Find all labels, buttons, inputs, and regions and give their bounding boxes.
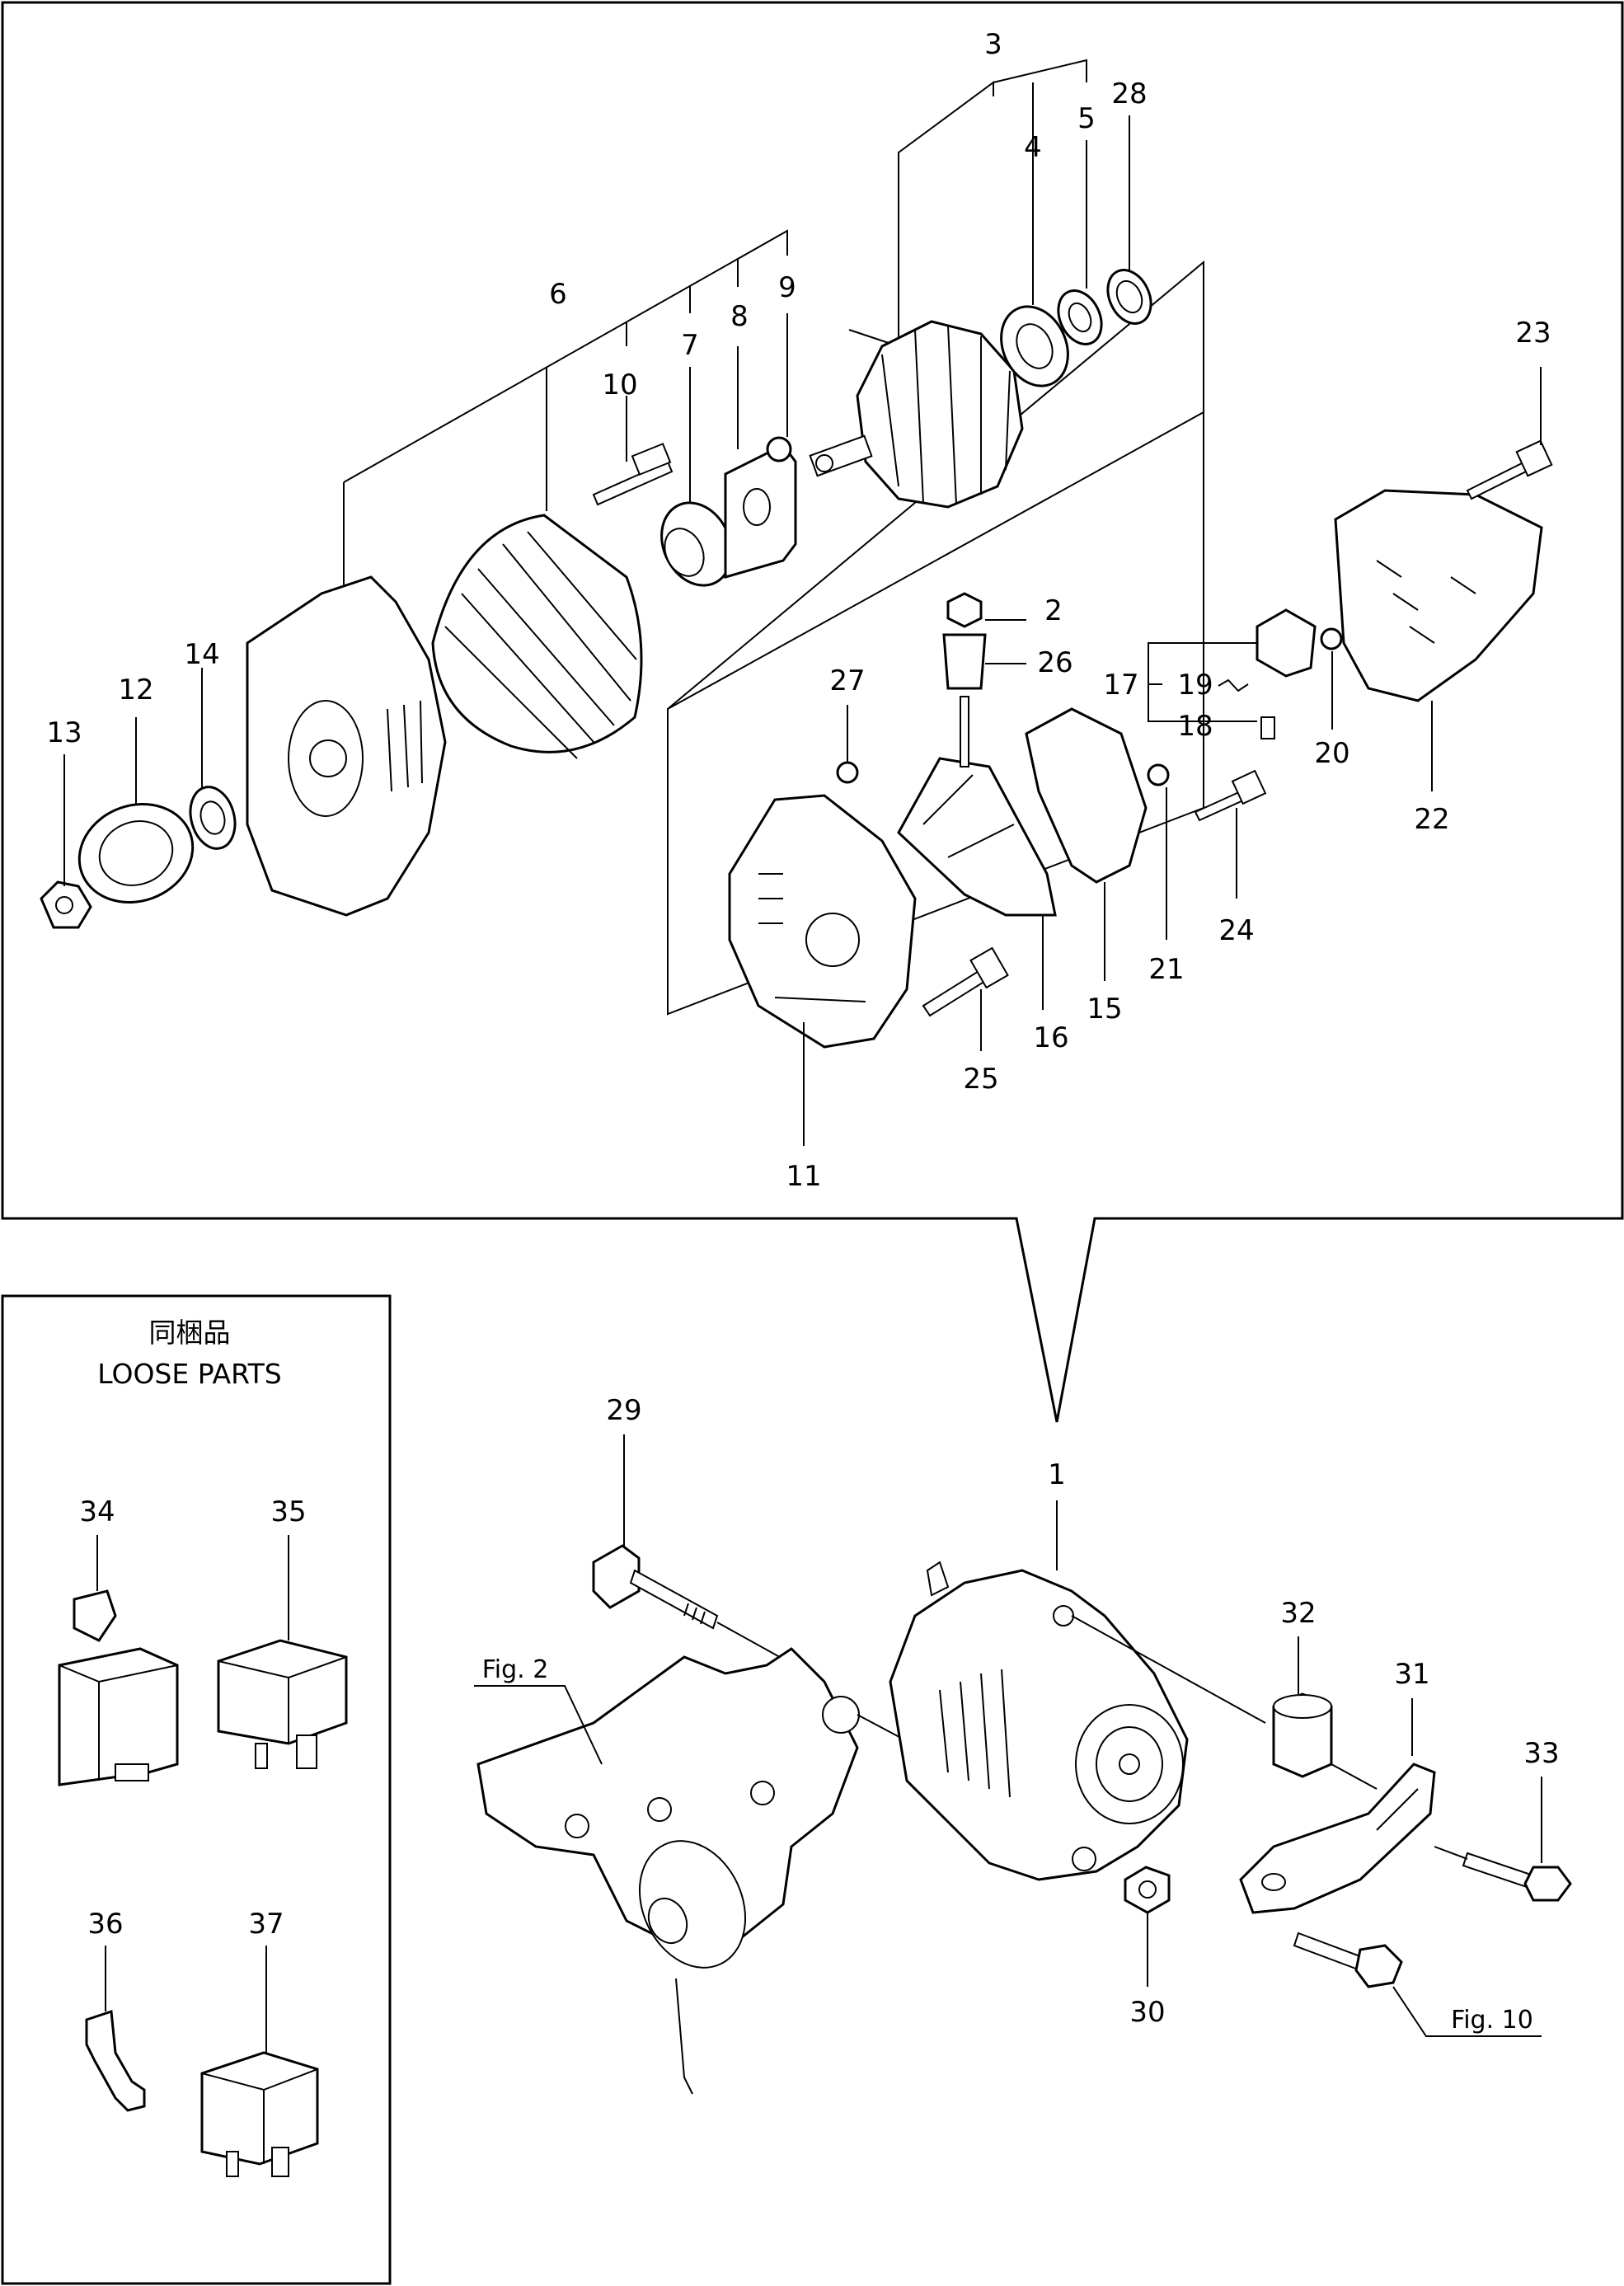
callout-9: 9: [778, 271, 796, 304]
loose-parts-box: [1, 1294, 392, 2285]
rear-cover-22: [1334, 489, 1543, 702]
callout-30: 30: [1129, 1996, 1165, 2029]
cover-5: [1057, 289, 1103, 345]
relay-35: [217, 1535, 348, 1769]
brush-holder-17: [1256, 608, 1317, 678]
insulator-26: [942, 633, 987, 690]
callout-17: 17: [1103, 669, 1138, 702]
callout-23: 23: [1515, 317, 1551, 350]
ring-28: [1106, 269, 1152, 325]
callout-31: 31: [1394, 1658, 1429, 1691]
bearing-7: [660, 501, 733, 587]
callout-29: 29: [606, 1394, 641, 1427]
spring-19: [1218, 678, 1249, 692]
spacer-32: [1272, 1636, 1378, 1790]
rear-frame-11: [728, 794, 917, 1049]
bolt-24: [1194, 769, 1267, 822]
bearing-4: [1000, 305, 1069, 387]
pulley-12: [77, 802, 195, 904]
fig2-reference: [474, 1685, 603, 1765]
callout-33: 33: [1523, 1737, 1559, 1770]
screw-20: [1320, 627, 1343, 650]
screw-9: [766, 436, 792, 462]
screw-21: [1147, 763, 1170, 786]
callout-11: 11: [786, 1160, 821, 1193]
callout-25: 25: [963, 1063, 998, 1096]
callout-4: 4: [1024, 131, 1042, 164]
callout-6: 6: [549, 278, 567, 311]
callout-36: 36: [87, 1908, 123, 1941]
callout-26: 26: [1037, 646, 1072, 679]
callout-37: 37: [248, 1908, 284, 1941]
callout-35: 35: [270, 1495, 306, 1528]
front-frame: [246, 575, 447, 917]
rotor-part: [809, 320, 1024, 509]
bearing-14: [189, 786, 237, 850]
plate-8: [724, 444, 797, 579]
fig10-label: Fig. 10: [1451, 2006, 1533, 2035]
group-3-bracket: [848, 59, 1087, 347]
callout-24: 24: [1218, 914, 1254, 947]
bolt-33: [1434, 1777, 1572, 1902]
callout-1: 1: [1048, 1458, 1066, 1491]
callout-34: 34: [79, 1495, 115, 1528]
callout-16: 16: [1033, 1021, 1068, 1054]
alternator-assembly-1: [889, 1500, 1266, 1881]
detail-box-frame: [1, 1, 1624, 1423]
stud-bolt-10: [592, 443, 674, 506]
callout-15: 15: [1087, 993, 1122, 1026]
nut-13: [40, 880, 92, 929]
callout-13: 13: [46, 716, 82, 749]
callout-19: 19: [1177, 669, 1213, 702]
stator-6: [431, 514, 643, 759]
bolt-25: [922, 946, 1009, 1017]
callout-14: 14: [184, 638, 219, 671]
loose-parts-title-jp: 同梱品: [149, 1317, 231, 1349]
relay-34: [58, 1535, 179, 1786]
nut-27: [836, 761, 859, 784]
nut-2: [946, 592, 983, 628]
callout-3: 3: [984, 28, 1002, 61]
callout-32: 32: [1280, 1597, 1316, 1630]
callout-27: 27: [829, 664, 865, 697]
bolt-23: [1466, 439, 1553, 500]
callout-18: 18: [1177, 710, 1213, 743]
callout-21: 21: [1148, 953, 1184, 986]
bolt-fig10: [1293, 1932, 1542, 2037]
fig2-label: Fig. 2: [482, 1655, 549, 1684]
bolt-29: [592, 1434, 825, 1683]
callout-2: 2: [1044, 594, 1063, 627]
callout-5: 5: [1077, 102, 1096, 135]
brush-18: [1260, 716, 1275, 739]
regulator-15: [1025, 707, 1148, 884]
callout-12: 12: [118, 674, 153, 706]
leader-lines-upper: [63, 115, 1542, 1146]
loose-parts-title-en: LOOSE PARTS: [97, 1358, 281, 1390]
callout-28: 28: [1111, 77, 1147, 110]
rectifier-16: [897, 696, 1057, 917]
callout-22: 22: [1414, 803, 1449, 836]
callout-8: 8: [730, 300, 749, 333]
nut-30: [1124, 1866, 1171, 1987]
callout-7: 7: [681, 329, 699, 362]
callout-10: 10: [602, 368, 637, 401]
relay-37: [200, 1946, 319, 2177]
adjusting-bar-31: [1239, 1698, 1436, 1914]
callout-20: 20: [1314, 737, 1349, 770]
terminal-36: [85, 1946, 146, 2112]
